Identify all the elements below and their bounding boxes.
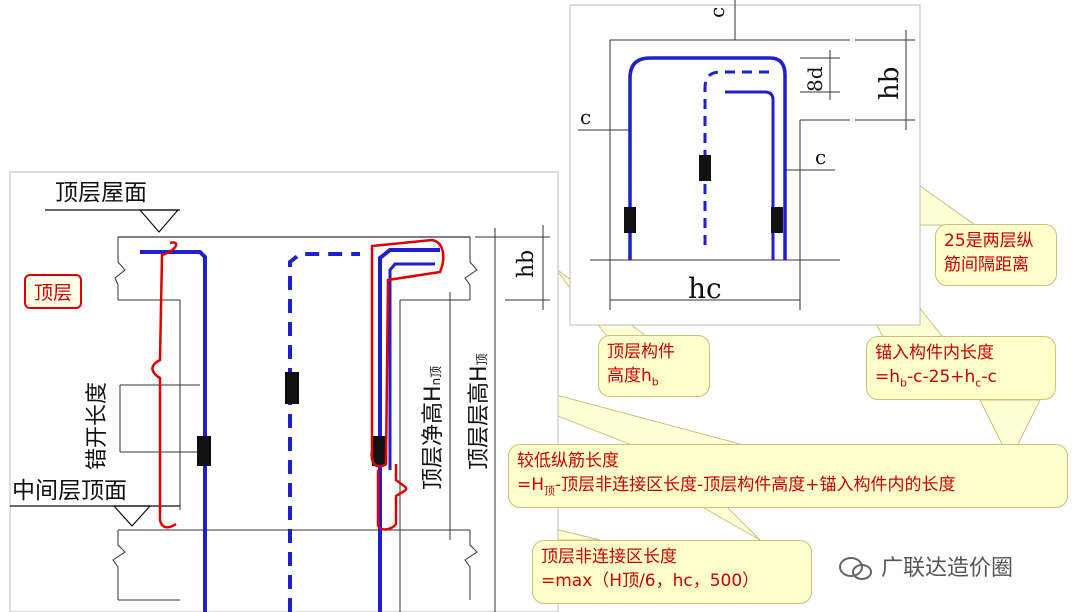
- callout-anchor-length: 锚入构件内长度 =hb-c-25+hc-c: [866, 336, 1056, 400]
- red-outline-lower: [376, 464, 408, 531]
- watermark: 广联达造价圈: [838, 550, 1013, 582]
- right-panel: c 8d hb c c hc: [569, 0, 921, 326]
- spacing-line1: 25是两层纵: [944, 231, 1034, 251]
- callout-spacing: 25是两层纵 筋间隔距离: [935, 224, 1057, 286]
- rebar-dashed-inner: [703, 70, 770, 245]
- coupler-r-mid: [699, 155, 711, 181]
- c-right-label: c: [815, 145, 826, 169]
- callout-lower-rebar: 较低纵筋长度 =H顶-顶层非连接区长度-顶层构件高度+锚入构件内的长度: [508, 444, 1068, 508]
- red-bracket-left: [151, 241, 178, 529]
- break-left-bottom: [112, 530, 126, 600]
- watermark-text: 广联达造价圈: [881, 556, 1014, 581]
- member-height-line1: 顶层构件: [607, 342, 675, 362]
- right-panel-frame: [569, 4, 921, 326]
- 8d-label: 8d: [803, 66, 827, 92]
- anchor-formula: =hb-c-25+hc-c: [875, 367, 997, 390]
- story-height-label: 顶层层高H顶: [467, 353, 492, 470]
- left-panel: 顶层屋面 中间层顶面 错开长度: [9, 171, 559, 612]
- nonconn-title: 顶层非连接区长度: [541, 547, 677, 567]
- lower-title: 较低纵筋长度: [517, 451, 619, 471]
- wechat-icon: [839, 557, 872, 580]
- break-right-bottom: [464, 530, 478, 600]
- pointer-anchor-down: [979, 399, 1041, 462]
- coupler-middle: [285, 372, 299, 404]
- rebar-right-hooked: [378, 248, 440, 612]
- red-outline-upper: [370, 238, 445, 468]
- spacing-line2: 筋间隔距离: [944, 255, 1029, 275]
- anchor-title: 锚入构件内长度: [875, 343, 994, 363]
- rebar-inner-hook: [725, 90, 775, 260]
- coupler-r-left: [624, 207, 636, 233]
- roof-label: 顶层屋面: [55, 180, 147, 206]
- clear-height-label: 顶层净高Hn顶: [421, 366, 446, 490]
- callout-nonconnection: 顶层非连接区长度 =max（H顶/6，hc，500）: [532, 540, 812, 604]
- callout-member-height: 顶层构件 高度hb: [598, 335, 710, 397]
- rebar-right-inner: [388, 262, 435, 470]
- lower-formula: =H顶-顶层非连接区长度-顶层构件高度+锚入构件内的长度: [517, 475, 956, 498]
- coupler-left: [197, 436, 211, 466]
- c-left-label: c: [580, 105, 591, 129]
- coupler-right: [372, 436, 386, 466]
- stagger-label: 错开长度: [85, 382, 110, 470]
- mid-floor-label: 中间层顶面: [12, 478, 127, 504]
- c-top-label: c: [705, 7, 729, 18]
- hb-label-right: hb: [875, 67, 905, 100]
- member-height-line2: 高度hb: [607, 366, 659, 389]
- hc-label: hc: [688, 272, 722, 305]
- rebar-outer-u: [628, 56, 787, 260]
- break-left-top: [114, 237, 126, 300]
- hb-label-left: hb: [514, 250, 539, 278]
- roof-elevation-mark: [138, 209, 180, 233]
- top-layer-tag: 顶层: [24, 274, 83, 309]
- nonconn-formula: =max（H顶/6，hc，500）: [541, 571, 760, 591]
- coupler-r-right: [771, 207, 783, 233]
- rebar-middle-dashed: [288, 252, 360, 612]
- mid-elevation-mark: [112, 505, 152, 527]
- break-right-top: [464, 237, 478, 300]
- left-panel-frame: [9, 171, 559, 612]
